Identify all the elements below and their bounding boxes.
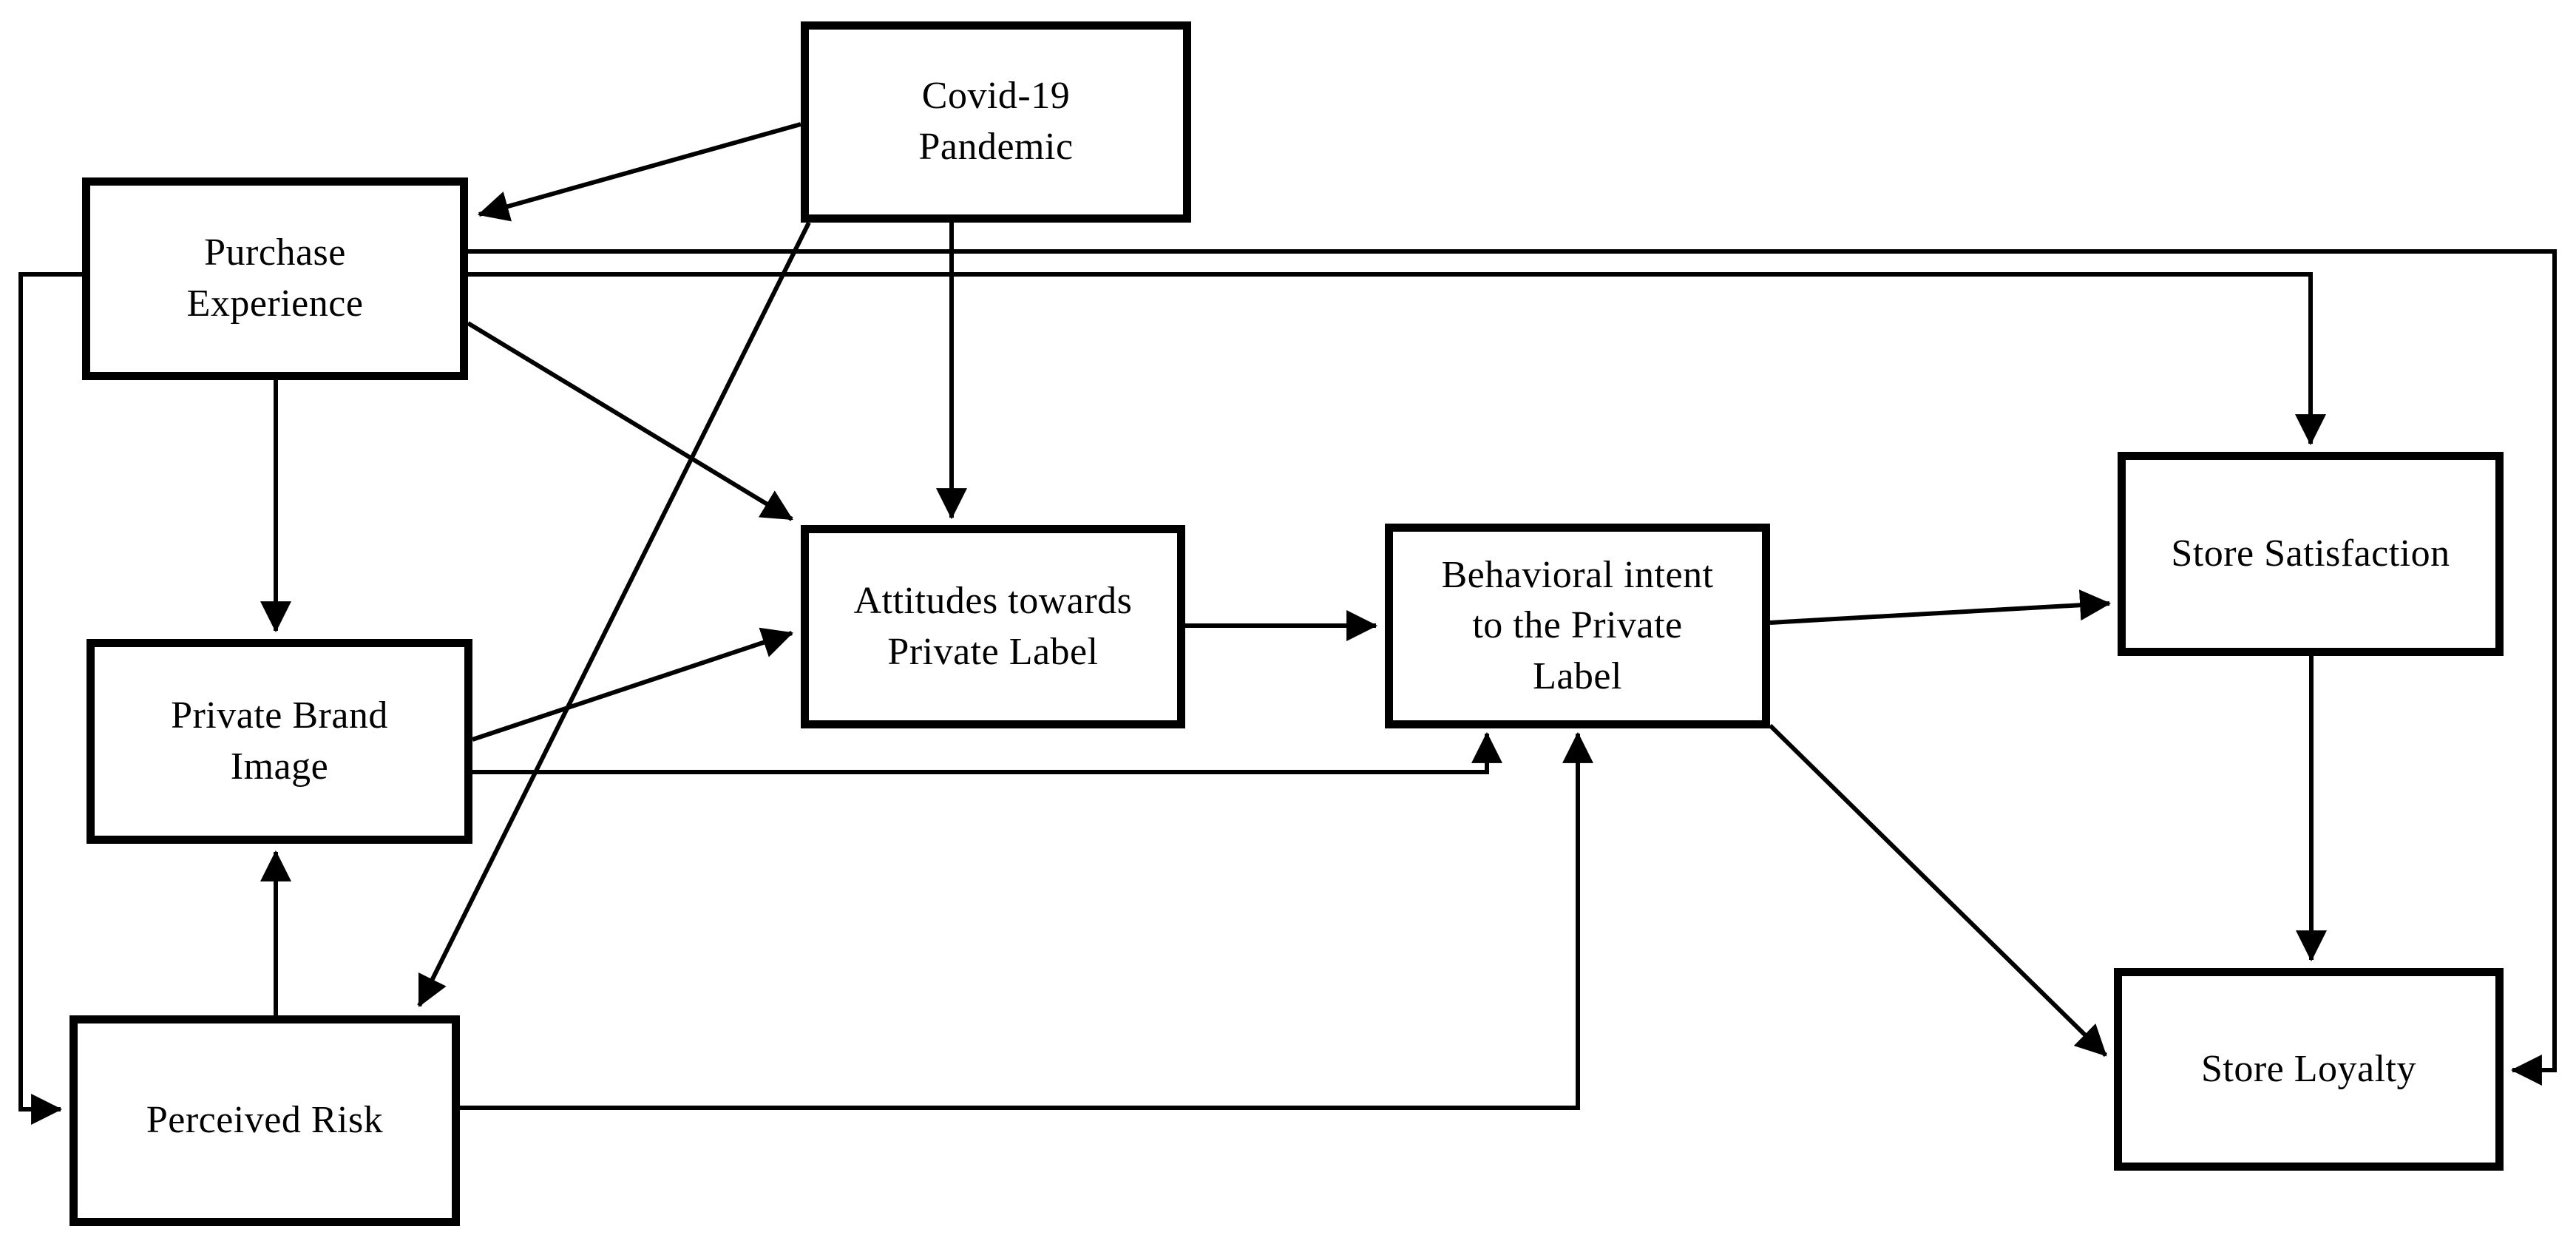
edge-purchase_experience-to-perceived_risk — [18, 272, 82, 1125]
edge-purchase_experience-to-attitudes_pl — [467, 321, 793, 521]
node-perceived-risk: Perceived Risk — [70, 1015, 460, 1226]
node-label-line: Behavioral intent — [1441, 553, 1714, 596]
edge-group — [18, 122, 2557, 1125]
node-label-line: Purchase — [204, 231, 346, 274]
node-label-line: Experience — [186, 282, 364, 325]
edge-behavioral_intent-to-store_loyalty — [1768, 723, 2108, 1058]
node-attitudes-towards-private-label: Attitudes towards Private Label — [801, 525, 1185, 728]
node-label-line: Private Label — [887, 630, 1099, 673]
node-store-satisfaction: Store Satisfaction — [2118, 452, 2504, 656]
edge-perceived_risk-to-behavioral_intent — [460, 731, 1593, 1110]
node-label-line: Image — [230, 745, 329, 788]
edge-private_brand_image-to-attitudes_pl — [472, 627, 793, 742]
node-label-line: Store Satisfaction — [2171, 532, 2450, 575]
node-label-line: Label — [1533, 654, 1622, 697]
edge-purchase_experience-to-store_satisfaction — [468, 272, 2326, 446]
node-behavioral-intent-private-label: Behavioral intent to the Private Label — [1385, 524, 1770, 728]
node-private-brand-image: Private Brand Image — [87, 639, 472, 844]
node-label-line: Attitudes towards — [853, 579, 1133, 622]
edge-private_brand_image-to-behavioral_intent — [472, 731, 1502, 774]
edge-purchase_experience-to-store_loyalty — [468, 249, 2557, 1086]
node-label-line: to the Private — [1472, 604, 1683, 647]
node-label-line: Pandemic — [918, 126, 1074, 168]
node-label-line: Store Loyalty — [2200, 1047, 2416, 1090]
node-purchase-experience: Purchase Experience — [82, 177, 468, 380]
edge-behavioral_intent-to-store_satisfaction — [1769, 589, 2112, 625]
edge-covid_pandemic-to-perceived_risk — [417, 221, 811, 1007]
node-store-loyalty: Store Loyalty — [2114, 968, 2504, 1171]
node-covid-pandemic: Covid-19 Pandemic — [801, 21, 1191, 223]
node-label-line: Perceived Risk — [146, 1099, 384, 1142]
node-label-line: Covid-19 — [921, 75, 1071, 118]
node-label-line: Private Brand — [171, 694, 388, 737]
edge-covid_pandemic-to-purchase_experience — [477, 122, 801, 222]
